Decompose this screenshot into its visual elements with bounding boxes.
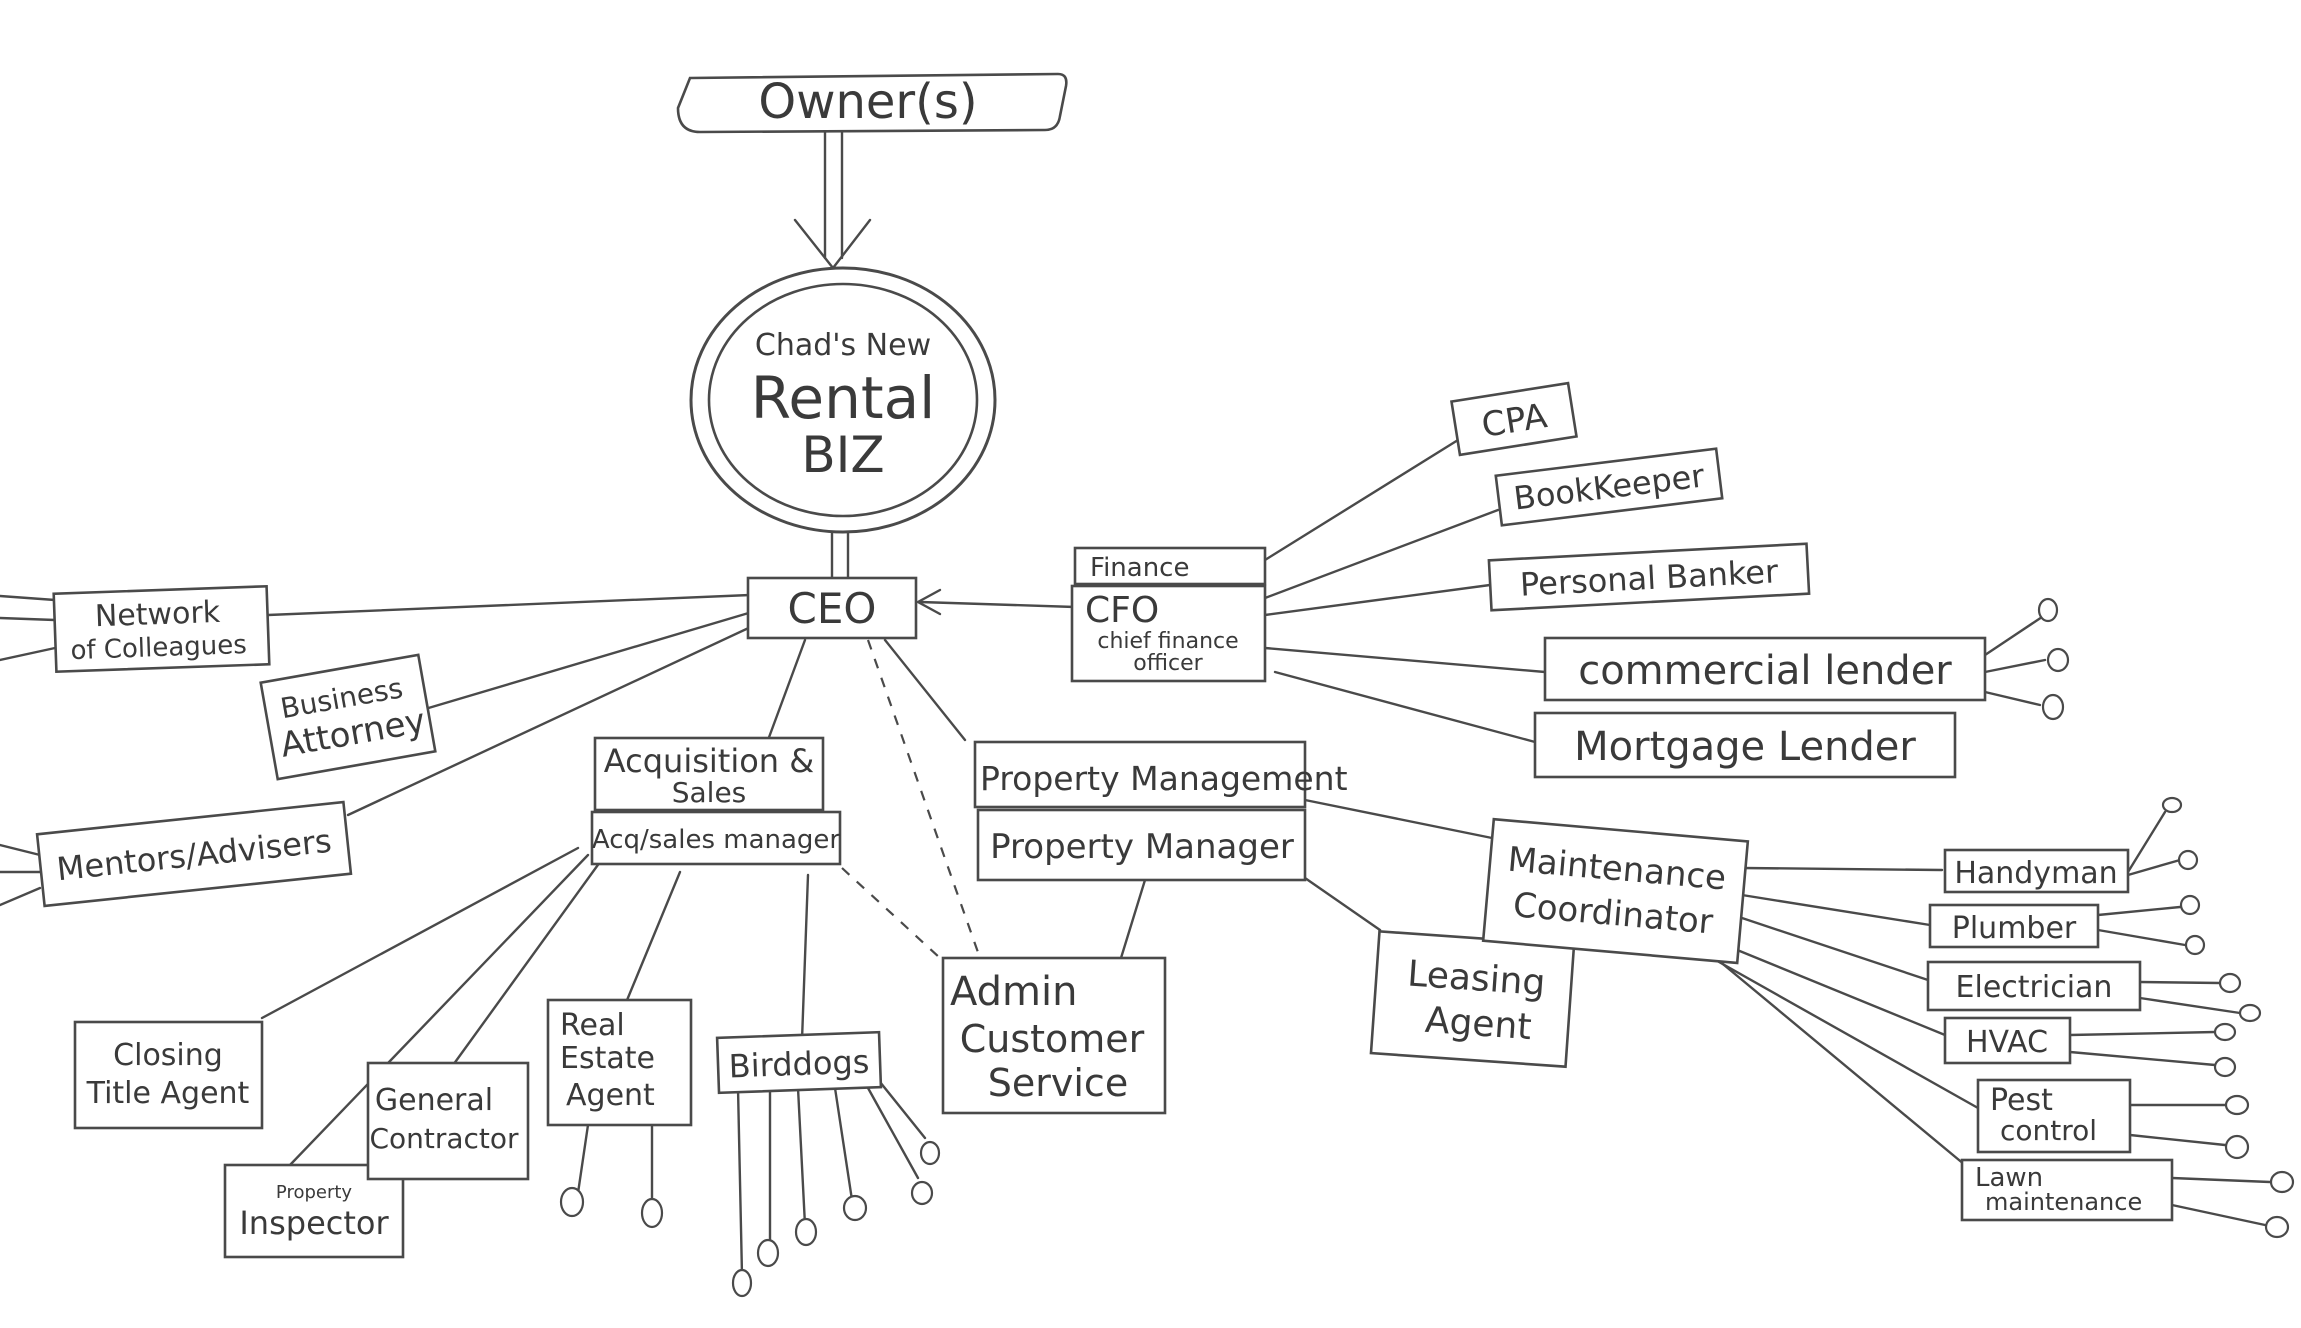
mentors-node: Mentors/Advisers xyxy=(35,800,353,908)
real-estate-agent-node: Real Estate Agent xyxy=(546,998,693,1127)
lawn-maintenance-node: Lawn maintenance xyxy=(1960,1158,2174,1222)
handyman-label: Handyman xyxy=(1954,856,2117,891)
lawn-line-2: maintenance xyxy=(1985,1188,2142,1216)
plumber-node: Plumber xyxy=(1928,903,2100,949)
network-node: Network of Colleagues xyxy=(52,584,271,674)
birddogs-node: Birddogs xyxy=(715,1030,883,1095)
property-management-node: Property Management Property Manager xyxy=(973,740,1348,882)
property-dept-label: Property Management xyxy=(980,759,1348,798)
acquisition-line-2: Sales xyxy=(672,776,747,809)
general-contractor-node: General Contractor xyxy=(366,1061,530,1181)
pest-line-2: control xyxy=(2000,1114,2097,1147)
realestate-line-2: Estate xyxy=(560,1041,655,1076)
admin-line-2: Customer xyxy=(960,1017,1145,1061)
lawn-line-1: Lawn xyxy=(1975,1163,2043,1193)
commercial-lender-label: commercial lender xyxy=(1578,648,1952,694)
business-line-3: BIZ xyxy=(801,426,884,484)
business-node: Chad's New Rental BIZ xyxy=(689,266,997,534)
electrician-node: Electrician xyxy=(1926,960,2142,1012)
network-line-2: of Colleagues xyxy=(70,630,247,666)
maintenance-node: Maintenance Coordinator xyxy=(1481,817,1750,965)
electrician-label: Electrician xyxy=(1956,970,2113,1005)
commercial-lender-node: commercial lender xyxy=(1543,636,1987,702)
pest-line-1: Pest xyxy=(1990,1083,2053,1118)
contractor-line-1: General xyxy=(375,1083,493,1118)
personal-banker-node: Personal Banker xyxy=(1487,542,1811,612)
owner-node: Owner(s) xyxy=(676,72,1068,134)
bookkeeper-node: BookKeeper xyxy=(1494,447,1724,527)
property-inspector-node: Property Inspector xyxy=(223,1163,405,1259)
inspector-line-2: Inspector xyxy=(239,1204,389,1242)
inspector-line-1: Property xyxy=(276,1182,353,1203)
cpa-node: CPA xyxy=(1450,381,1578,457)
acquisition-line-1: Acquisition & xyxy=(604,742,814,780)
trades: Handyman Plumber Electrician HVAC Pest c… xyxy=(1926,848,2174,1222)
business-line-2: Rental xyxy=(751,364,936,432)
finance-team: CPA BookKeeper Personal Banker commercia… xyxy=(1450,381,1987,779)
connector-end-circles xyxy=(559,597,2295,1298)
cfo-subtitle-1: chief finance xyxy=(1097,629,1238,654)
network-line-1: Network xyxy=(94,595,221,634)
acquisition-team: Closing Title Agent Property Inspector G… xyxy=(73,998,883,1259)
realestate-line-1: Real xyxy=(560,1008,625,1043)
owner-label: Owner(s) xyxy=(758,74,977,130)
connector-lines xyxy=(0,128,2272,1277)
business-line-1: Chad's New xyxy=(755,328,931,363)
hvac-label: HVAC xyxy=(1966,1025,2048,1060)
admin-line-3: Service xyxy=(988,1061,1128,1105)
cfo-title: CFO xyxy=(1085,590,1159,631)
hvac-node: HVAC xyxy=(1943,1016,2072,1065)
leasing-agent-node: Leasing Agent xyxy=(1369,929,1576,1069)
pest-control-node: Pest control xyxy=(1976,1078,2132,1154)
mortgage-lender-label: Mortgage Lender xyxy=(1574,724,1916,770)
birddogs-label: Birddogs xyxy=(728,1043,870,1086)
attorney-node: Business Attorney xyxy=(259,653,437,781)
closing-line-2: Title Agent xyxy=(86,1076,250,1111)
ceo-label: CEO xyxy=(788,584,877,633)
closing-line-1: Closing xyxy=(113,1038,223,1073)
leasing-line-1: Leasing xyxy=(1406,953,1547,1004)
handyman-node: Handyman xyxy=(1943,848,2130,894)
admin-node: Admin Customer Service xyxy=(941,956,1167,1115)
acquisition-manager-label: Acq/sales manager xyxy=(592,825,841,855)
leasing-line-2: Agent xyxy=(1424,1000,1533,1048)
realestate-line-3: Agent xyxy=(566,1078,655,1113)
closing-title-agent-node: Closing Title Agent xyxy=(73,1020,264,1130)
property-manager-label: Property Manager xyxy=(990,827,1294,867)
contractor-line-2: Contractor xyxy=(369,1122,519,1155)
admin-line-1: Admin xyxy=(950,969,1077,1015)
cfo-subtitle-2: officer xyxy=(1133,651,1203,676)
ceo-node: CEO xyxy=(746,576,918,640)
mortgage-lender-node: Mortgage Lender xyxy=(1533,711,1957,779)
finance-dept-label: Finance xyxy=(1090,553,1189,583)
advisors: Network of Colleagues Business Attorney … xyxy=(35,584,437,908)
plumber-label: Plumber xyxy=(1952,911,2077,946)
acquisition-node: Acquisition & Sales Acq/sales manager xyxy=(590,736,842,866)
finance-node: Finance CFO chief finance officer xyxy=(1070,546,1267,683)
